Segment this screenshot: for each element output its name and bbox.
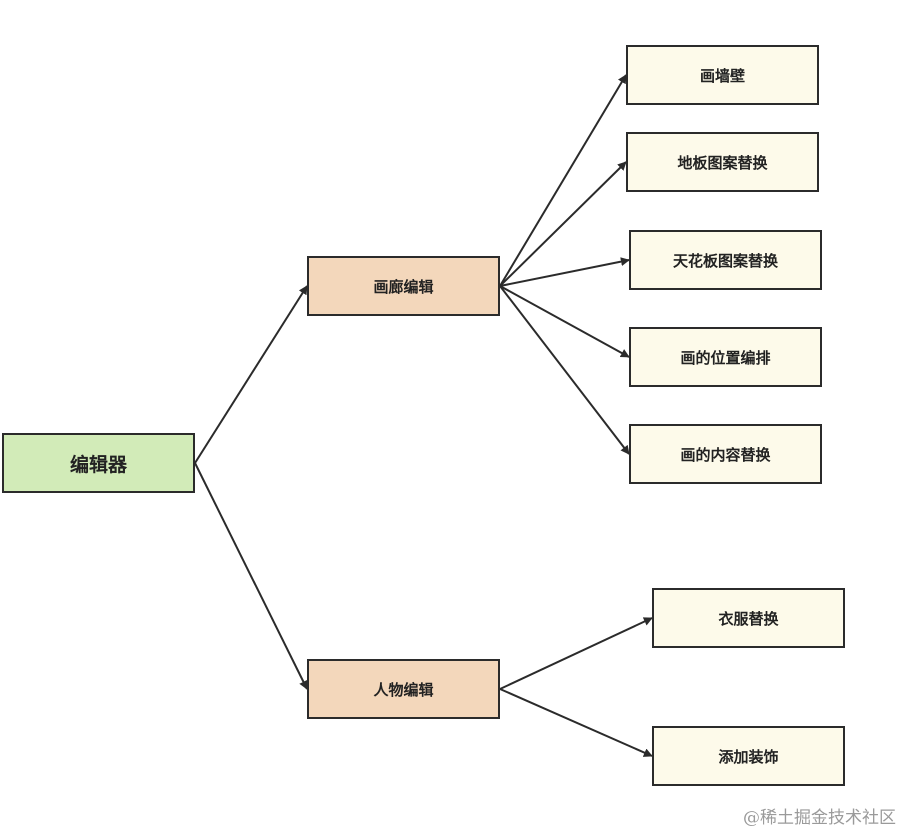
node-ceiling-pattern-label: 天花板图案替换 bbox=[672, 251, 778, 270]
node-floor-pattern[interactable]: 地板图案替换 bbox=[626, 132, 819, 192]
node-paint-wall-label: 画墙壁 bbox=[699, 66, 745, 85]
edge-branch-0-to-leaf-4 bbox=[499, 285, 630, 455]
edge-branch-0-to-leaf-2 bbox=[499, 257, 630, 287]
node-root[interactable]: 编辑器 bbox=[2, 433, 195, 493]
node-root-label: 编辑器 bbox=[69, 453, 127, 476]
edge-branch-1-to-leaf-1 bbox=[499, 688, 653, 757]
edge-branch-0-to-leaf-1 bbox=[499, 161, 627, 287]
node-gallery-edit-label: 画廊编辑 bbox=[373, 277, 434, 296]
node-floor-pattern-label: 地板图案替换 bbox=[677, 153, 768, 172]
node-character-edit[interactable]: 人物编辑 bbox=[307, 659, 500, 719]
node-painting-position[interactable]: 画的位置编排 bbox=[629, 327, 822, 387]
edge-branch-0-to-leaf-3 bbox=[499, 285, 630, 358]
node-painting-content[interactable]: 画的内容替换 bbox=[629, 424, 822, 484]
node-add-decoration[interactable]: 添加装饰 bbox=[652, 726, 845, 786]
edge-branch-0-to-leaf-0 bbox=[499, 74, 627, 287]
node-add-decoration-label: 添加装饰 bbox=[718, 747, 779, 766]
node-clothes-replace[interactable]: 衣服替换 bbox=[652, 588, 845, 648]
node-ceiling-pattern[interactable]: 天花板图案替换 bbox=[629, 230, 822, 290]
node-character-edit-label: 人物编辑 bbox=[373, 680, 434, 699]
node-painting-position-label: 画的位置编排 bbox=[680, 348, 771, 367]
edge-root-to-branch-1 bbox=[194, 462, 308, 690]
node-gallery-edit[interactable]: 画廊编辑 bbox=[307, 256, 500, 316]
edge-branch-1-to-leaf-0 bbox=[499, 617, 653, 690]
watermark: @稀土掘金技术社区 bbox=[743, 808, 896, 828]
node-clothes-replace-label: 衣服替换 bbox=[718, 609, 779, 628]
node-painting-content-label: 画的内容替换 bbox=[680, 445, 771, 464]
edge-root-to-branch-0 bbox=[194, 285, 308, 464]
node-paint-wall[interactable]: 画墙壁 bbox=[626, 45, 819, 105]
